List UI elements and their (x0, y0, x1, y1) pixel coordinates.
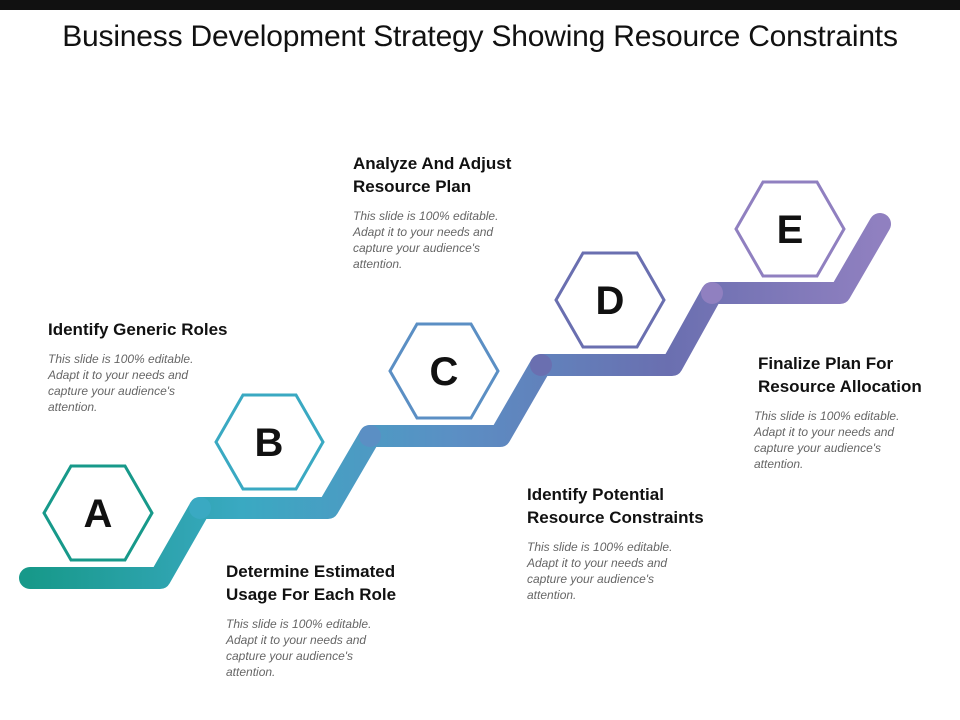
hexagon-letter-c: C (430, 350, 459, 394)
step-heading-a: Identify Generic Roles (48, 320, 228, 339)
step-joint-e (701, 282, 723, 304)
hexagon-letter-b: B (255, 421, 284, 465)
hexagon-b: B (214, 393, 325, 491)
step-text-c: Analyze And Adjust Resource Plan This sl… (353, 152, 528, 272)
step-text-b: Determine Estimated Usage For Each Role … (226, 560, 401, 680)
hexagon-e: E (734, 180, 846, 278)
top-bar (0, 0, 960, 10)
step-body-a: This slide is 100% editable. Adapt it to… (48, 352, 194, 414)
step-text-d: Identify Potential Resource Constraints … (527, 483, 704, 603)
step-joint-d (530, 354, 552, 376)
step-body-c: This slide is 100% editable. Adapt it to… (353, 209, 499, 271)
hexagon-letter-e: E (777, 208, 804, 252)
staircase-path (19, 213, 891, 589)
step-heading-c: Analyze And Adjust Resource Plan (353, 154, 512, 196)
hexagon-a: A (42, 464, 154, 562)
step-joint-c (359, 425, 381, 447)
step-body-b: This slide is 100% editable. Adapt it to… (226, 617, 372, 679)
hexagon-d: D (554, 251, 666, 349)
hexagon-letter-a: A (84, 492, 113, 536)
page-title: Business Development Strategy Showing Re… (62, 20, 898, 53)
step-body-e: This slide is 100% editable. Adapt it to… (754, 409, 900, 471)
step-joint-b (189, 497, 211, 519)
step-body-d: This slide is 100% editable. Adapt it to… (527, 540, 673, 602)
hexagon-letter-d: D (596, 279, 625, 323)
step-heading-d: Identify Potential Resource Constraints (527, 485, 704, 527)
hexagon-c: C (388, 322, 500, 420)
step-text-a: Identify Generic Roles This slide is 100… (48, 318, 228, 415)
step-heading-e: Finalize Plan For Resource Allocation (758, 354, 922, 396)
step-text-e: Finalize Plan For Resource Allocation Th… (754, 352, 929, 472)
step-heading-b: Determine Estimated Usage For Each Role (226, 562, 397, 604)
